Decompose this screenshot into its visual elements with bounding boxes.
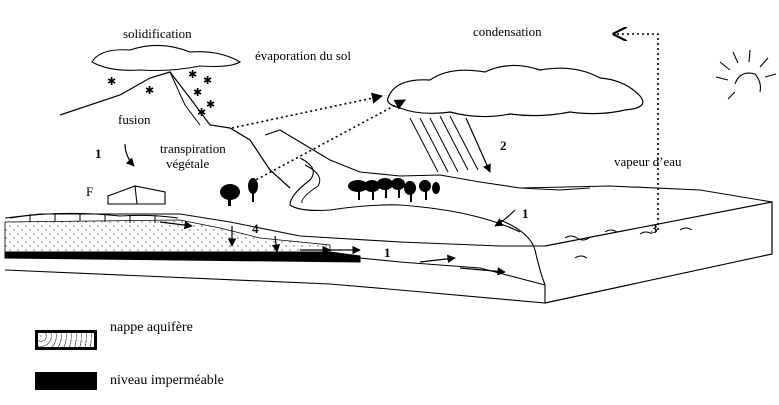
- river-bank: [301, 164, 321, 204]
- impermeable-layer: [4, 251, 361, 263]
- svg-text:✱: ✱: [188, 68, 197, 81]
- vapour-path: [614, 34, 659, 230]
- rain-arrow: [465, 117, 491, 173]
- label-number-1-river: 1: [522, 206, 529, 221]
- svg-text:✱: ✱: [107, 75, 116, 88]
- label-condensation: condensation: [473, 24, 542, 39]
- svg-text:✱: ✱: [145, 84, 154, 97]
- river: [289, 157, 521, 233]
- hillside: [264, 129, 591, 191]
- label-number-4: 4: [252, 221, 259, 236]
- aquifer-layer: [4, 219, 331, 253]
- evaporation-arrow: [231, 92, 384, 129]
- label-number-1-mountain: 1: [95, 146, 102, 161]
- label-solidification: solidification: [123, 26, 192, 41]
- label-number-3: 3: [651, 221, 658, 236]
- mountain-ridge: [169, 71, 201, 126]
- block-right: [544, 201, 773, 304]
- rain-lines: [409, 115, 479, 173]
- label-vapeur-eau: vapeur d’eau: [614, 154, 682, 169]
- legend-aquifer-label: nappe aquifère: [110, 320, 193, 335]
- snowflake-icons: ✱ ✱ ✱ ✱ ✱ ✱ ✱: [107, 68, 215, 119]
- label-number-2: 2: [500, 138, 507, 153]
- block-front: [4, 257, 546, 304]
- greenhouse: [9, 212, 179, 223]
- label-transpiration: transpiration: [160, 141, 226, 156]
- legend-impermeable-swatch: [35, 372, 97, 390]
- svg-text:✱: ✱: [197, 106, 206, 119]
- label-number-1-ground: 1: [384, 245, 391, 260]
- label-evaporation-sol: évaporation du sol: [255, 48, 351, 63]
- snow-cloud: [91, 44, 242, 72]
- svg-text:✱: ✱: [206, 98, 215, 111]
- sea-ripples: [564, 227, 693, 259]
- sea-horizon: [519, 185, 773, 203]
- label-vegetale: végétale: [166, 156, 210, 171]
- legend-aquifer-swatch: [35, 330, 97, 350]
- svg-text:✱: ✱: [203, 74, 212, 87]
- svg-text:✱: ✱: [193, 86, 202, 99]
- flow-arrows: [124, 143, 516, 276]
- rain-cloud: [386, 64, 644, 118]
- sun-icon: [715, 49, 777, 100]
- transpiration-arrow: [251, 99, 406, 183]
- label-fusion: fusion: [118, 112, 151, 127]
- label-farm: F: [86, 184, 93, 199]
- coastline: [499, 219, 546, 286]
- farm-house: [107, 185, 166, 205]
- trees: [220, 178, 440, 206]
- mountain: [59, 71, 291, 189]
- block-top-edge: [4, 213, 545, 247]
- legend-impermeable-label: niveau imperméable: [110, 373, 224, 388]
